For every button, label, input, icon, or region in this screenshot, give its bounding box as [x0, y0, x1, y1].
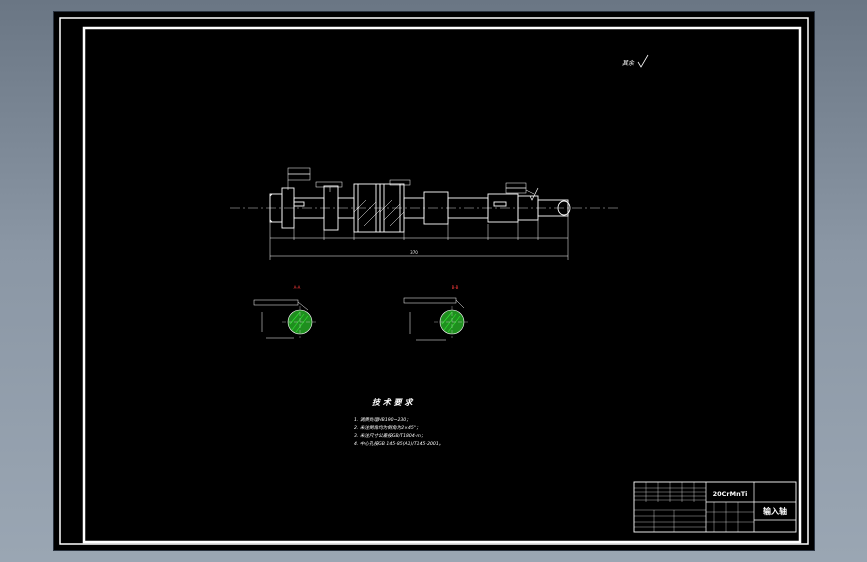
- tech-req-title: 技 术 要 求: [372, 398, 414, 407]
- section-label-b: B-B: [452, 285, 459, 290]
- cad-model-space[interactable]: 其余: [54, 12, 814, 550]
- tech-req-item-2: 2. 未注倒角均为倒角为2×45°；: [354, 425, 421, 431]
- section-view-b: B-B: [403, 285, 470, 341]
- surface-finish-symbol: 其余: [622, 54, 649, 68]
- tech-req-item-4: 4. 中心孔按GB 145-85(A1)/T145-2001。: [354, 441, 443, 447]
- title-block: 20CrMnTi 输入轴: [633, 481, 797, 533]
- main-length-dimension: 370: [410, 250, 418, 255]
- outer-frame: [59, 17, 809, 545]
- section-label-a: A-A: [294, 285, 301, 290]
- section-view-a: A-A: [253, 285, 318, 339]
- tech-req-item-1: 1. 调质处理HB190~230；: [354, 417, 411, 423]
- inner-frame: [82, 26, 802, 544]
- tech-req-item-3: 3. 未注尺寸公差按GB/T1804-m；: [354, 433, 425, 439]
- title-block-material: 20CrMnTi: [713, 490, 748, 498]
- surface-finish-note: 其余: [622, 59, 635, 67]
- title-block-part-name: 输入轴: [763, 506, 787, 516]
- tolerance-frames-top: [287, 167, 539, 201]
- dimension-lines: [269, 216, 569, 260]
- gear-hatching: [353, 199, 405, 227]
- cad-drawing: 其余: [59, 17, 809, 545]
- technical-requirements: 技 术 要 求 1. 调质处理HB190~230； 2. 未注倒角均为倒角为2×…: [354, 398, 443, 447]
